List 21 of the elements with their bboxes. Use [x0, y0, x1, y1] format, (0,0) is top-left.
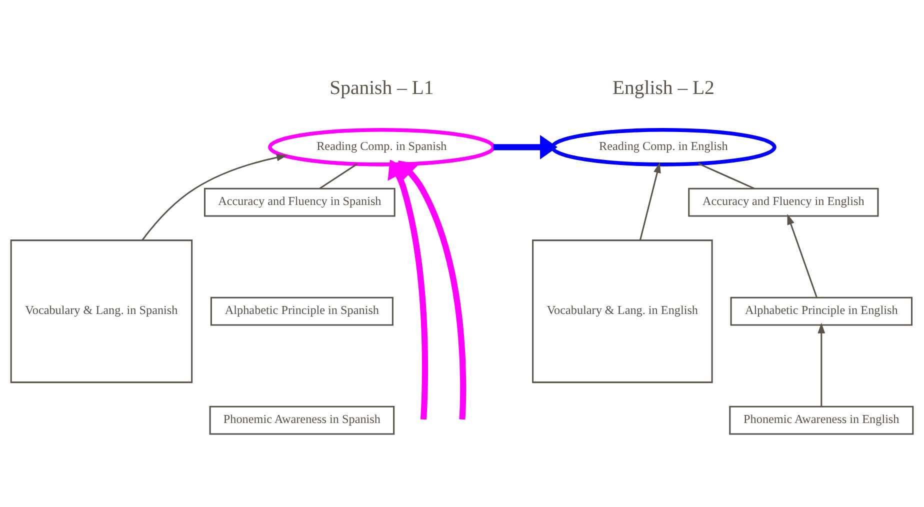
node-box: Accuracy and Fluency in English	[688, 188, 879, 217]
connector	[319, 163, 358, 190]
node-box: Phonemic Awareness in English	[729, 406, 914, 435]
arrow	[818, 322, 826, 407]
node-box: Vocabulary & Lang. in Spanish	[10, 240, 193, 384]
node-box: Alphabetic Principle in Spanish	[210, 296, 394, 326]
label: English – L2	[612, 77, 714, 100]
arrow	[787, 214, 818, 298]
arrow	[639, 162, 661, 240]
label: Spanish – L1	[330, 77, 434, 100]
node-box: Alphabetic Principle in English	[730, 296, 913, 326]
node-ellipse: Reading Comp. in English	[550, 128, 776, 166]
arrow	[388, 160, 466, 420]
node-box: Accuracy and Fluency in Spanish	[204, 188, 396, 217]
node-box: Phonemic Awareness in Spanish	[209, 406, 395, 435]
arrow	[388, 160, 428, 420]
node-box: Vocabulary & Lang. in English	[532, 240, 713, 384]
node-ellipse: Reading Comp. in Spanish	[268, 128, 496, 166]
connector	[698, 162, 755, 190]
arrow	[493, 134, 558, 160]
arrow	[142, 154, 288, 241]
